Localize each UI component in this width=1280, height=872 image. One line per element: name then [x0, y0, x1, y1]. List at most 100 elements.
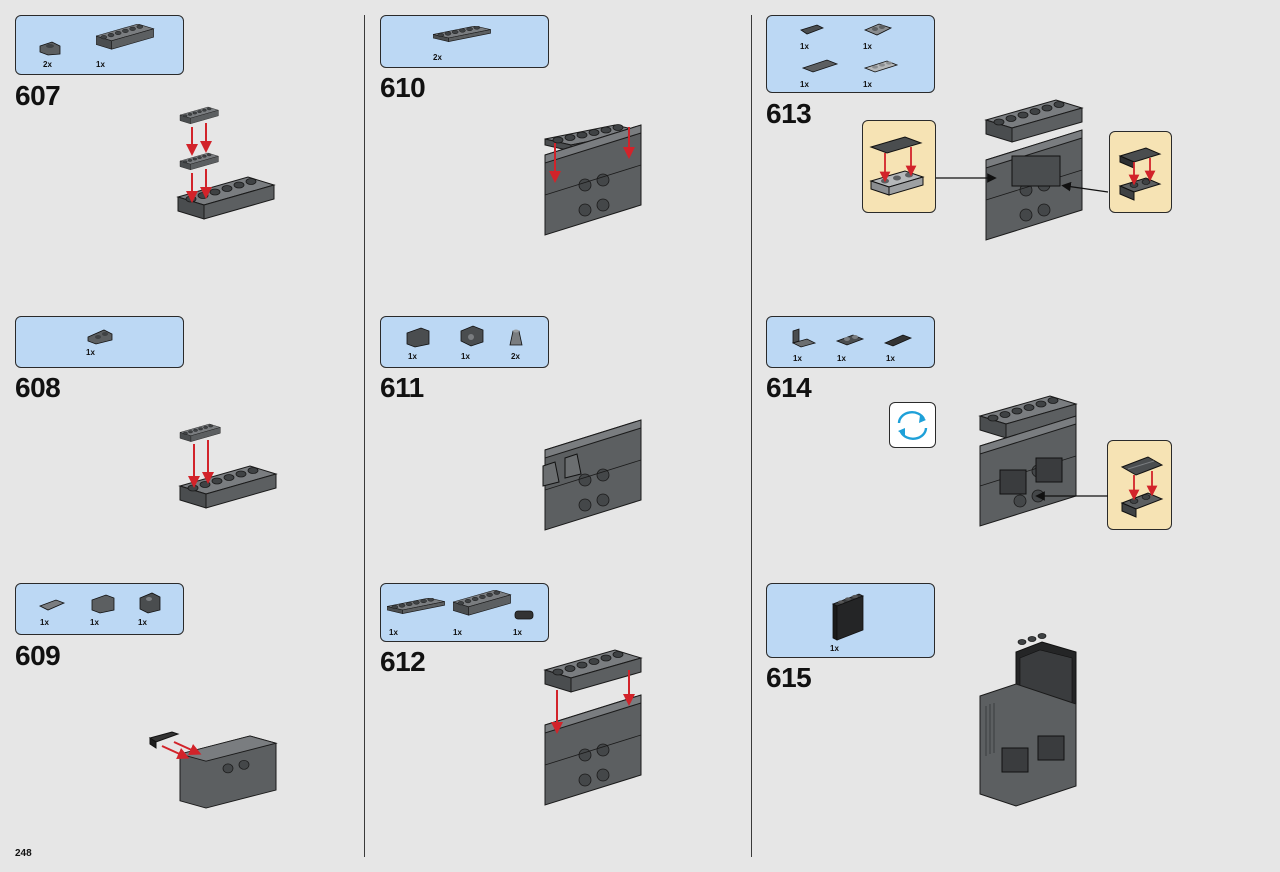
- part-item: [138, 590, 198, 614]
- part-quantity: 1x: [837, 354, 846, 363]
- parts-list-607: 2x 1x: [15, 15, 184, 75]
- step-number-611: 611: [380, 372, 424, 403]
- part-quantity: 1x: [453, 628, 462, 637]
- parts-list-608: 1x: [15, 316, 184, 368]
- part-quantity: 1x: [793, 354, 802, 363]
- brick-1x6-icon: [96, 24, 154, 50]
- parts-list-611: 1x 1x 2x: [380, 316, 549, 368]
- part-item: [509, 327, 569, 349]
- column-divider-1: [364, 15, 365, 857]
- cone-icon: [509, 329, 523, 346]
- parts-list-610: 2x: [380, 15, 549, 68]
- step-number-607: 607: [15, 80, 61, 111]
- part-quantity: 1x: [800, 80, 809, 89]
- step-number-614: 614: [766, 372, 812, 403]
- column-divider-2: [751, 15, 752, 857]
- model-illustration-607: [177, 106, 275, 220]
- part-item: [90, 592, 150, 614]
- brick-grille-icon: [406, 327, 430, 348]
- callout-illustration: [869, 136, 925, 196]
- step-number-609: 609: [15, 640, 61, 671]
- tile-dark-icon: [800, 24, 824, 35]
- model-illustration-608: [179, 423, 277, 509]
- part-item: [405, 325, 465, 349]
- brick-1x2-grille-icon: [91, 594, 115, 614]
- parts-list-609: 1x 1x 1x: [15, 583, 184, 635]
- model-illustration-610: [544, 124, 642, 236]
- part-quantity: 2x: [43, 60, 52, 69]
- parts-list-613: 1x 1x 1x 1x: [766, 15, 935, 93]
- part-quantity: 1x: [90, 618, 99, 627]
- part-item: [38, 40, 98, 56]
- model-illustration-615: [979, 633, 1077, 807]
- step-number-615: 615: [766, 662, 812, 693]
- part-item: [513, 608, 573, 622]
- part-item: [863, 20, 923, 40]
- part-item: [459, 323, 519, 347]
- model-illustration-609: [148, 731, 278, 809]
- brick-1x6-icon: [453, 590, 511, 616]
- wedge-icon: [883, 334, 913, 347]
- tile-1x4-icon: [801, 59, 839, 73]
- part-quantity: 1x: [389, 628, 398, 637]
- sub-assembly-callout: [1107, 440, 1172, 530]
- technic-brick-icon: [460, 325, 484, 347]
- part-quantity: 1x: [800, 42, 809, 51]
- part-item: [453, 590, 513, 622]
- part-quantity: 1x: [86, 348, 95, 357]
- model-illustration-612: [544, 649, 642, 806]
- part-item: [863, 58, 923, 76]
- step-number-608: 608: [15, 372, 61, 403]
- model-illustration-614: [979, 395, 1108, 527]
- bracket-angle-icon: [791, 328, 817, 348]
- part-quantity: 1x: [461, 352, 470, 361]
- page-number: 248: [15, 848, 32, 859]
- plate-modified-icon: [835, 334, 865, 346]
- technic-pin-icon: [514, 610, 534, 620]
- part-item: [801, 58, 861, 76]
- model-illustration-613: [936, 99, 1109, 241]
- bracket-plate-icon: [139, 592, 161, 614]
- part-quantity: 1x: [863, 80, 872, 89]
- parts-list-612: 1x 1x 1x: [380, 583, 549, 642]
- part-item: [829, 590, 889, 644]
- part-quantity: 1x: [830, 644, 839, 653]
- part-item: [96, 24, 156, 58]
- part-item: [433, 26, 493, 48]
- part-item: [86, 327, 146, 345]
- part-item: [789, 327, 849, 349]
- callout-illustration: [1118, 147, 1162, 201]
- plate-1x6-icon: [387, 598, 445, 614]
- part-quantity: 2x: [433, 53, 442, 62]
- step-number-610: 610: [380, 72, 426, 103]
- step-number-613: 613: [766, 98, 812, 129]
- part-quantity: 1x: [40, 618, 49, 627]
- part-item: [835, 331, 895, 349]
- tile-1x2-icon: [39, 599, 66, 611]
- panel-black-icon: [832, 593, 864, 641]
- callout-illustration: [1120, 456, 1164, 518]
- part-quantity: 1x: [513, 628, 522, 637]
- part-item: [387, 598, 447, 620]
- plate-2x2-icon: [863, 23, 893, 36]
- sub-assembly-callout-right: [1109, 131, 1172, 213]
- rotate-model-indicator: [889, 402, 936, 448]
- bracket-1x1-icon: [39, 41, 61, 56]
- parts-list-615: 1x: [766, 583, 935, 658]
- step-number-612: 612: [380, 646, 426, 677]
- plate-1x6-icon: [433, 26, 491, 42]
- model-illustration-611: [542, 419, 642, 531]
- parts-list-614: 1x 1x 1x: [766, 316, 935, 368]
- part-item: [883, 331, 943, 349]
- part-quantity: 1x: [408, 352, 417, 361]
- part-quantity: 1x: [886, 354, 895, 363]
- part-quantity: 1x: [863, 42, 872, 51]
- part-quantity: 1x: [96, 60, 105, 69]
- part-quantity: 1x: [138, 618, 147, 627]
- plate-1x3-icon: [863, 60, 899, 73]
- part-item: [38, 598, 98, 612]
- clip-bracket-icon: [87, 329, 113, 345]
- part-quantity: 2x: [511, 352, 520, 361]
- rotate-arrows-icon: [897, 411, 928, 440]
- sub-assembly-callout-left: [862, 120, 936, 213]
